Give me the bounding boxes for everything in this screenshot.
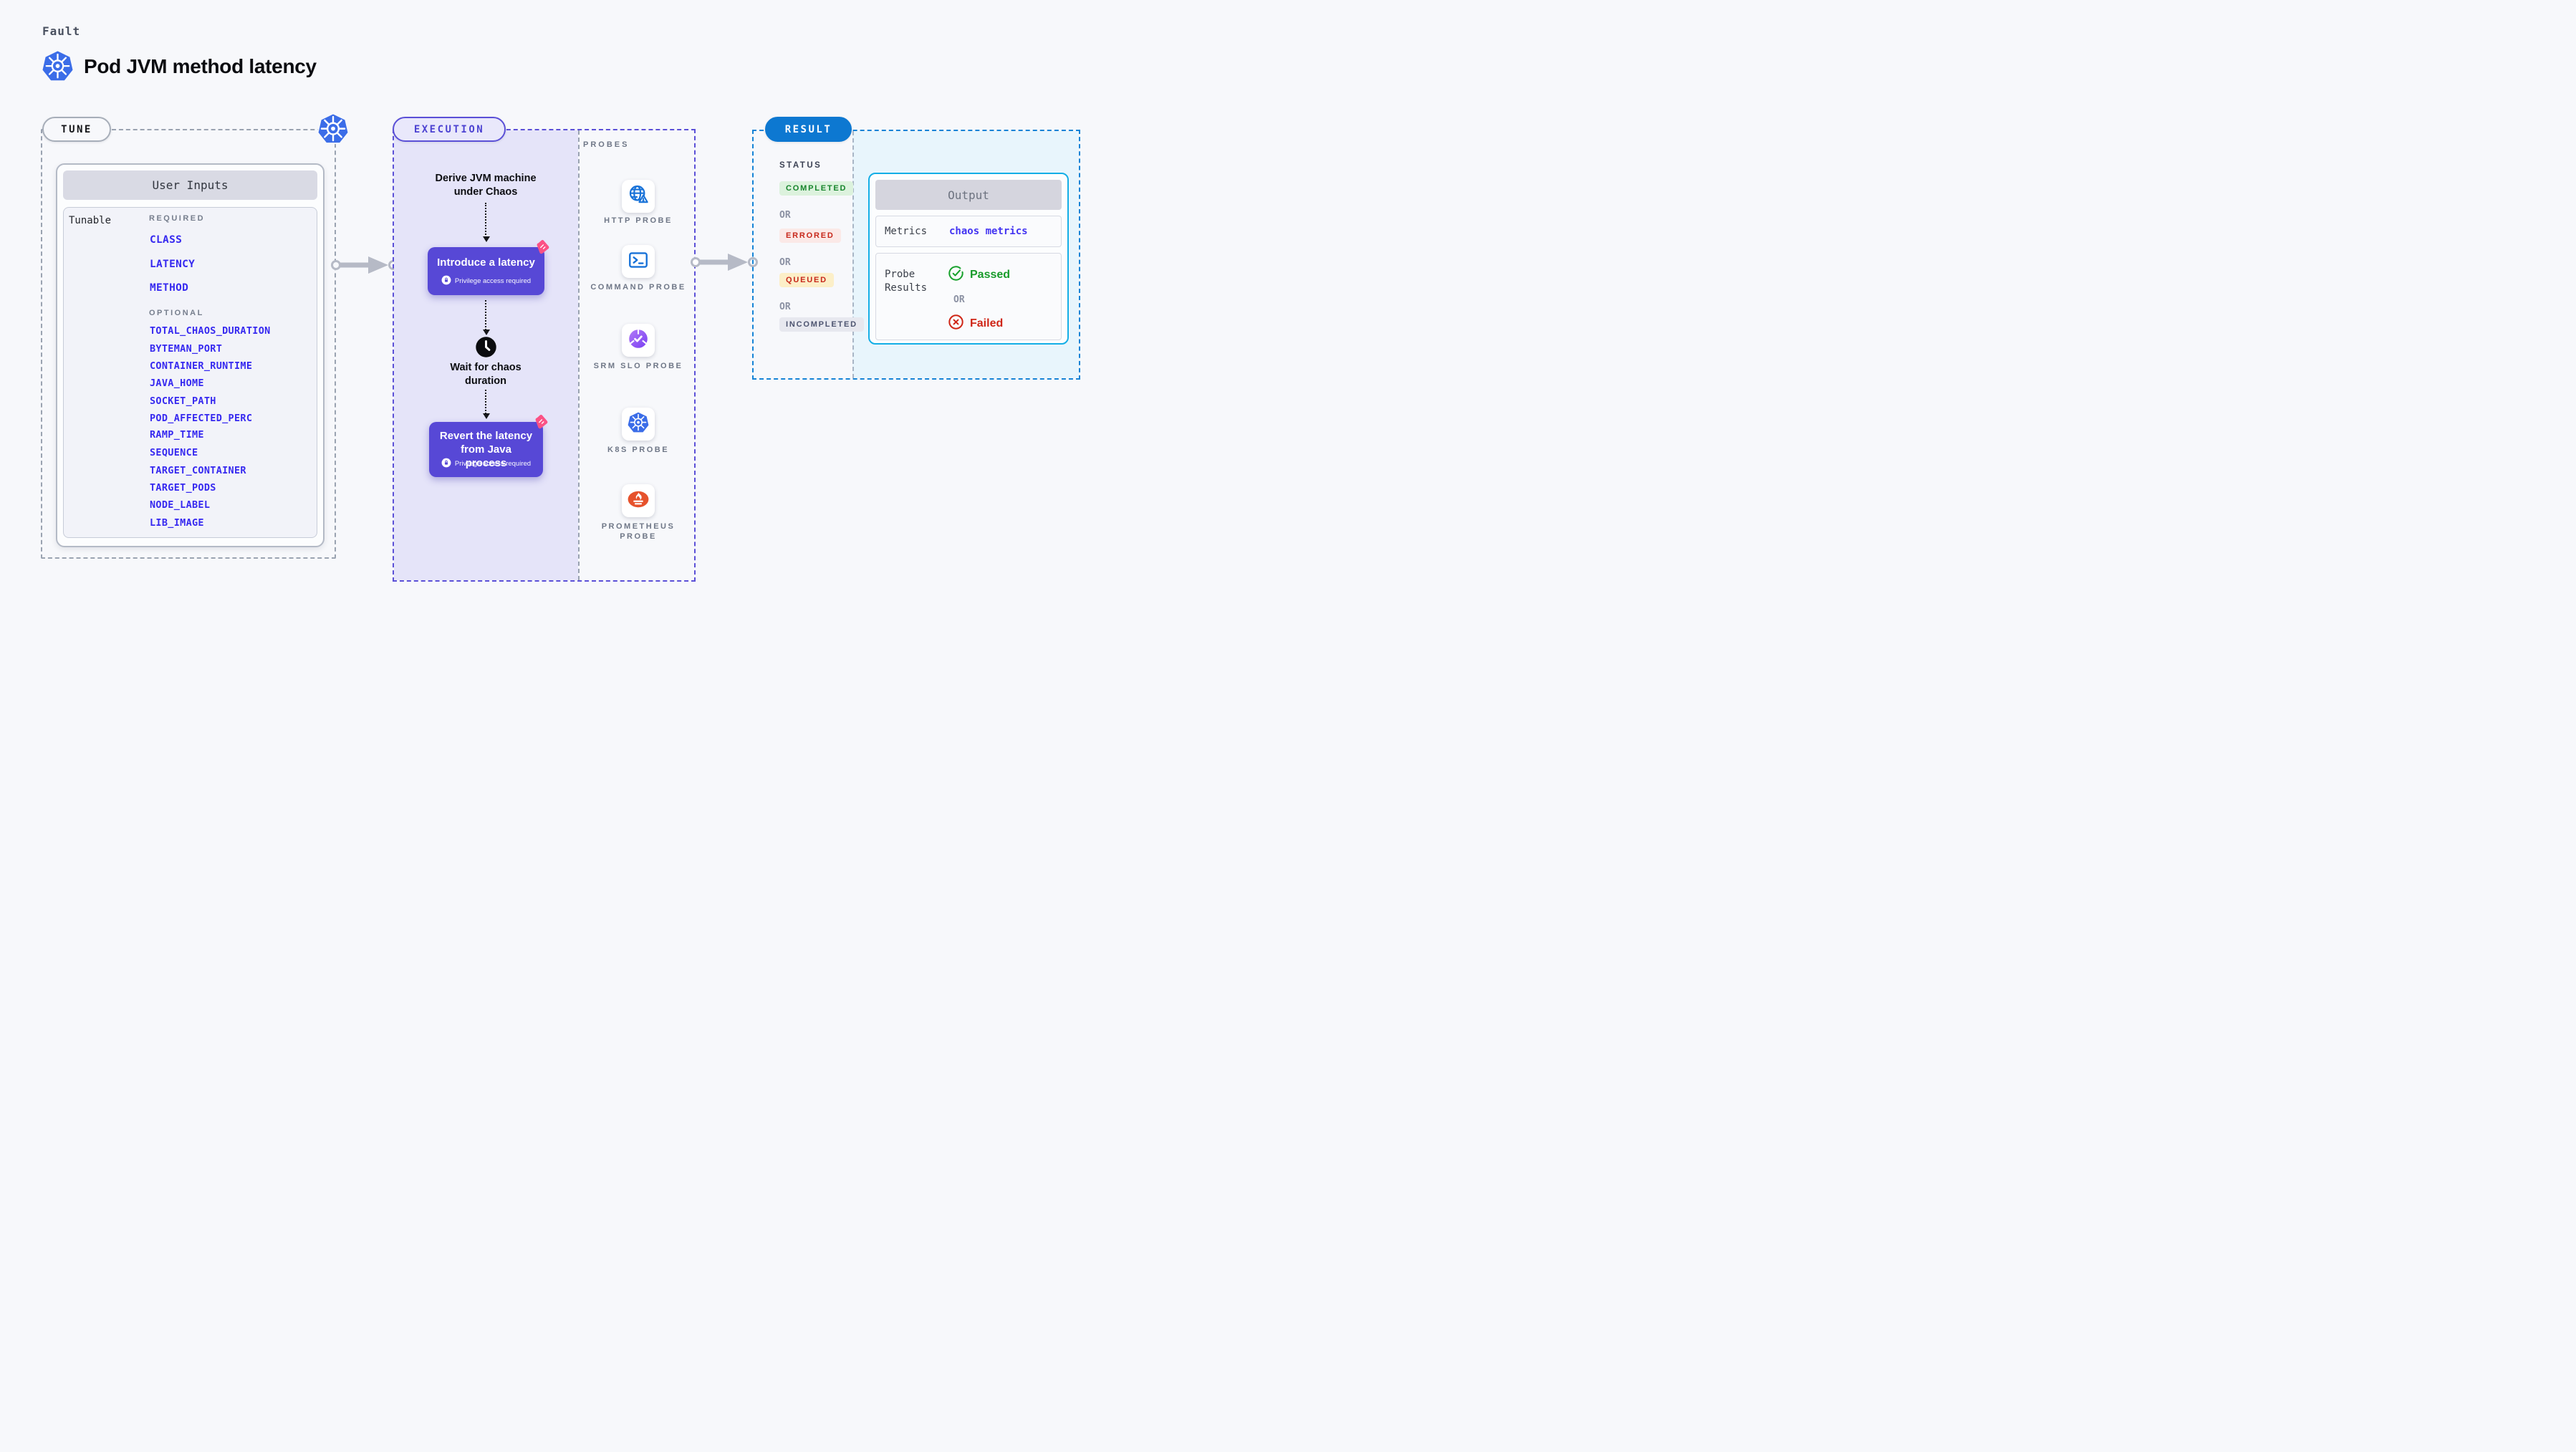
probe-results-row: Probe Results Passed OR [875,253,1062,340]
privilege-note-text: Privilege access required [454,460,532,468]
probe-card[interactable] [622,180,655,213]
http-probe-icon [627,183,650,210]
tune-kubernetes-icon [317,112,350,145]
privilege-note: Privilege access required [428,275,544,287]
probes-divider [578,130,580,580]
probe-label: PROMETHEUS PROBE [601,522,676,541]
user-inputs-list [63,207,317,538]
probe-label: COMMAND PROBE [590,283,686,292]
flow-arrow-down-icon [482,300,490,335]
execution-section: Derive JVM machine under Chaos Introduce… [393,129,696,582]
fault-eyebrow-label: Fault [42,24,81,38]
param-item[interactable]: NODE_LABEL [150,499,211,511]
metrics-row: Metrics chaos metrics [875,216,1062,247]
page-title: Pod JVM method latency [84,55,317,77]
failed-status: Failed [948,314,1003,334]
param-item[interactable]: BYTEMAN_PORT [150,343,223,355]
metrics-value[interactable]: chaos metrics [949,226,1028,237]
status-badge-incompleted: INCOMPLETED [779,317,864,332]
probe-results-label: Probe Results [885,269,928,294]
step-wait-label: Wait for chaos duration [450,362,522,387]
lock-icon [441,275,451,287]
tune-section [41,129,336,559]
tune-badge[interactable]: TUNE [42,117,111,142]
param-item[interactable]: SEQUENCE [150,447,198,458]
param-item[interactable]: SOCKET_PATH [150,395,216,407]
or-separator: OR [779,302,791,312]
probe-card[interactable] [622,245,655,278]
user-inputs-title: User Inputs [63,170,317,200]
chaos-pinwheel-icon [534,414,549,429]
metrics-label: Metrics [885,226,928,237]
param-item[interactable]: LATENCY [150,259,196,270]
clock-icon [475,336,497,358]
srm-slo-probe-icon [627,327,650,354]
result-divider [852,131,854,378]
or-separator: OR [953,294,965,305]
failed-label: Failed [970,317,1004,330]
probe-label: SRM SLO PROBE [593,362,683,370]
arrow-execution-to-result [691,254,758,271]
x-circle-icon [948,314,964,334]
param-item[interactable]: LIB_IMAGE [150,517,204,529]
step-derive-label: Derive JVM machine under Chaos [435,173,537,198]
passed-status: Passed [948,265,1010,285]
or-separator: OR [779,210,791,221]
kubernetes-logo-icon [42,50,74,82]
step-introduce-title: Introduce a latency [437,256,535,269]
tunable-label: Tunable [69,215,112,226]
command-probe-icon [627,249,650,275]
status-badge-completed: COMPLETED [779,181,854,196]
check-circle-icon [948,265,964,285]
status-badge-errored: ERRORED [779,229,841,243]
output-title: Output [875,180,1062,210]
result-badge[interactable]: RESULT [765,117,852,142]
or-separator: OR [779,257,791,268]
required-label: REQUIRED [149,214,206,223]
lock-icon [441,458,451,470]
arrow-tune-to-execution [331,256,398,274]
passed-label: Passed [970,269,1011,281]
param-item[interactable]: TARGET_PODS [150,482,216,494]
privilege-note: Privilege access required [429,458,543,470]
probes-label: PROBES [583,140,630,149]
probe-label: HTTP PROBE [604,216,673,225]
chaos-pinwheel-icon [535,239,550,254]
param-item[interactable]: TARGET_CONTAINER [150,465,246,476]
prometheus-probe-icon [627,488,650,514]
probe-card[interactable] [622,324,655,357]
k8s-probe-icon [627,411,650,438]
status-badge-queued: QUEUED [779,273,834,287]
step-introduce-latency-button[interactable]: Introduce a latency Privilege access req… [428,240,549,295]
param-item[interactable]: CLASS [150,234,183,246]
diagram-canvas: Fault Pod JVM method latency TUNE User I… [0,0,1103,622]
probe-card[interactable] [622,408,655,441]
step-revert-title: Revert the latency from Java process [439,430,533,469]
output-card: Output Metrics chaos metrics Probe Resul… [868,173,1069,345]
flow-arrow-down-icon [482,203,490,242]
result-section: STATUS COMPLETED OR ERRORED OR QUEUED OR… [752,130,1080,380]
param-item[interactable]: JAVA_HOME [150,378,204,389]
privilege-note-text: Privilege access required [454,277,532,285]
user-inputs-card: User Inputs Tunable REQUIRED CLASS LATEN… [56,163,325,547]
execution-badge[interactable]: EXECUTION [393,117,506,142]
step-revert-latency-button[interactable]: Revert the latency from Java process Pri… [429,415,548,477]
flow-arrow-down-icon [482,390,490,419]
param-item[interactable]: CONTAINER_RUNTIME [150,360,253,372]
optional-label: OPTIONAL [149,309,204,317]
param-item[interactable]: TOTAL_CHAOS_DURATION [150,325,271,337]
probe-card[interactable] [622,484,655,517]
param-item[interactable]: RAMP_TIME [150,429,204,441]
param-item[interactable]: METHOD [150,282,189,294]
param-item[interactable]: POD_AFFECTED_PERC [150,413,253,424]
probe-label: K8S PROBE [607,446,670,454]
status-label: STATUS [779,161,822,170]
